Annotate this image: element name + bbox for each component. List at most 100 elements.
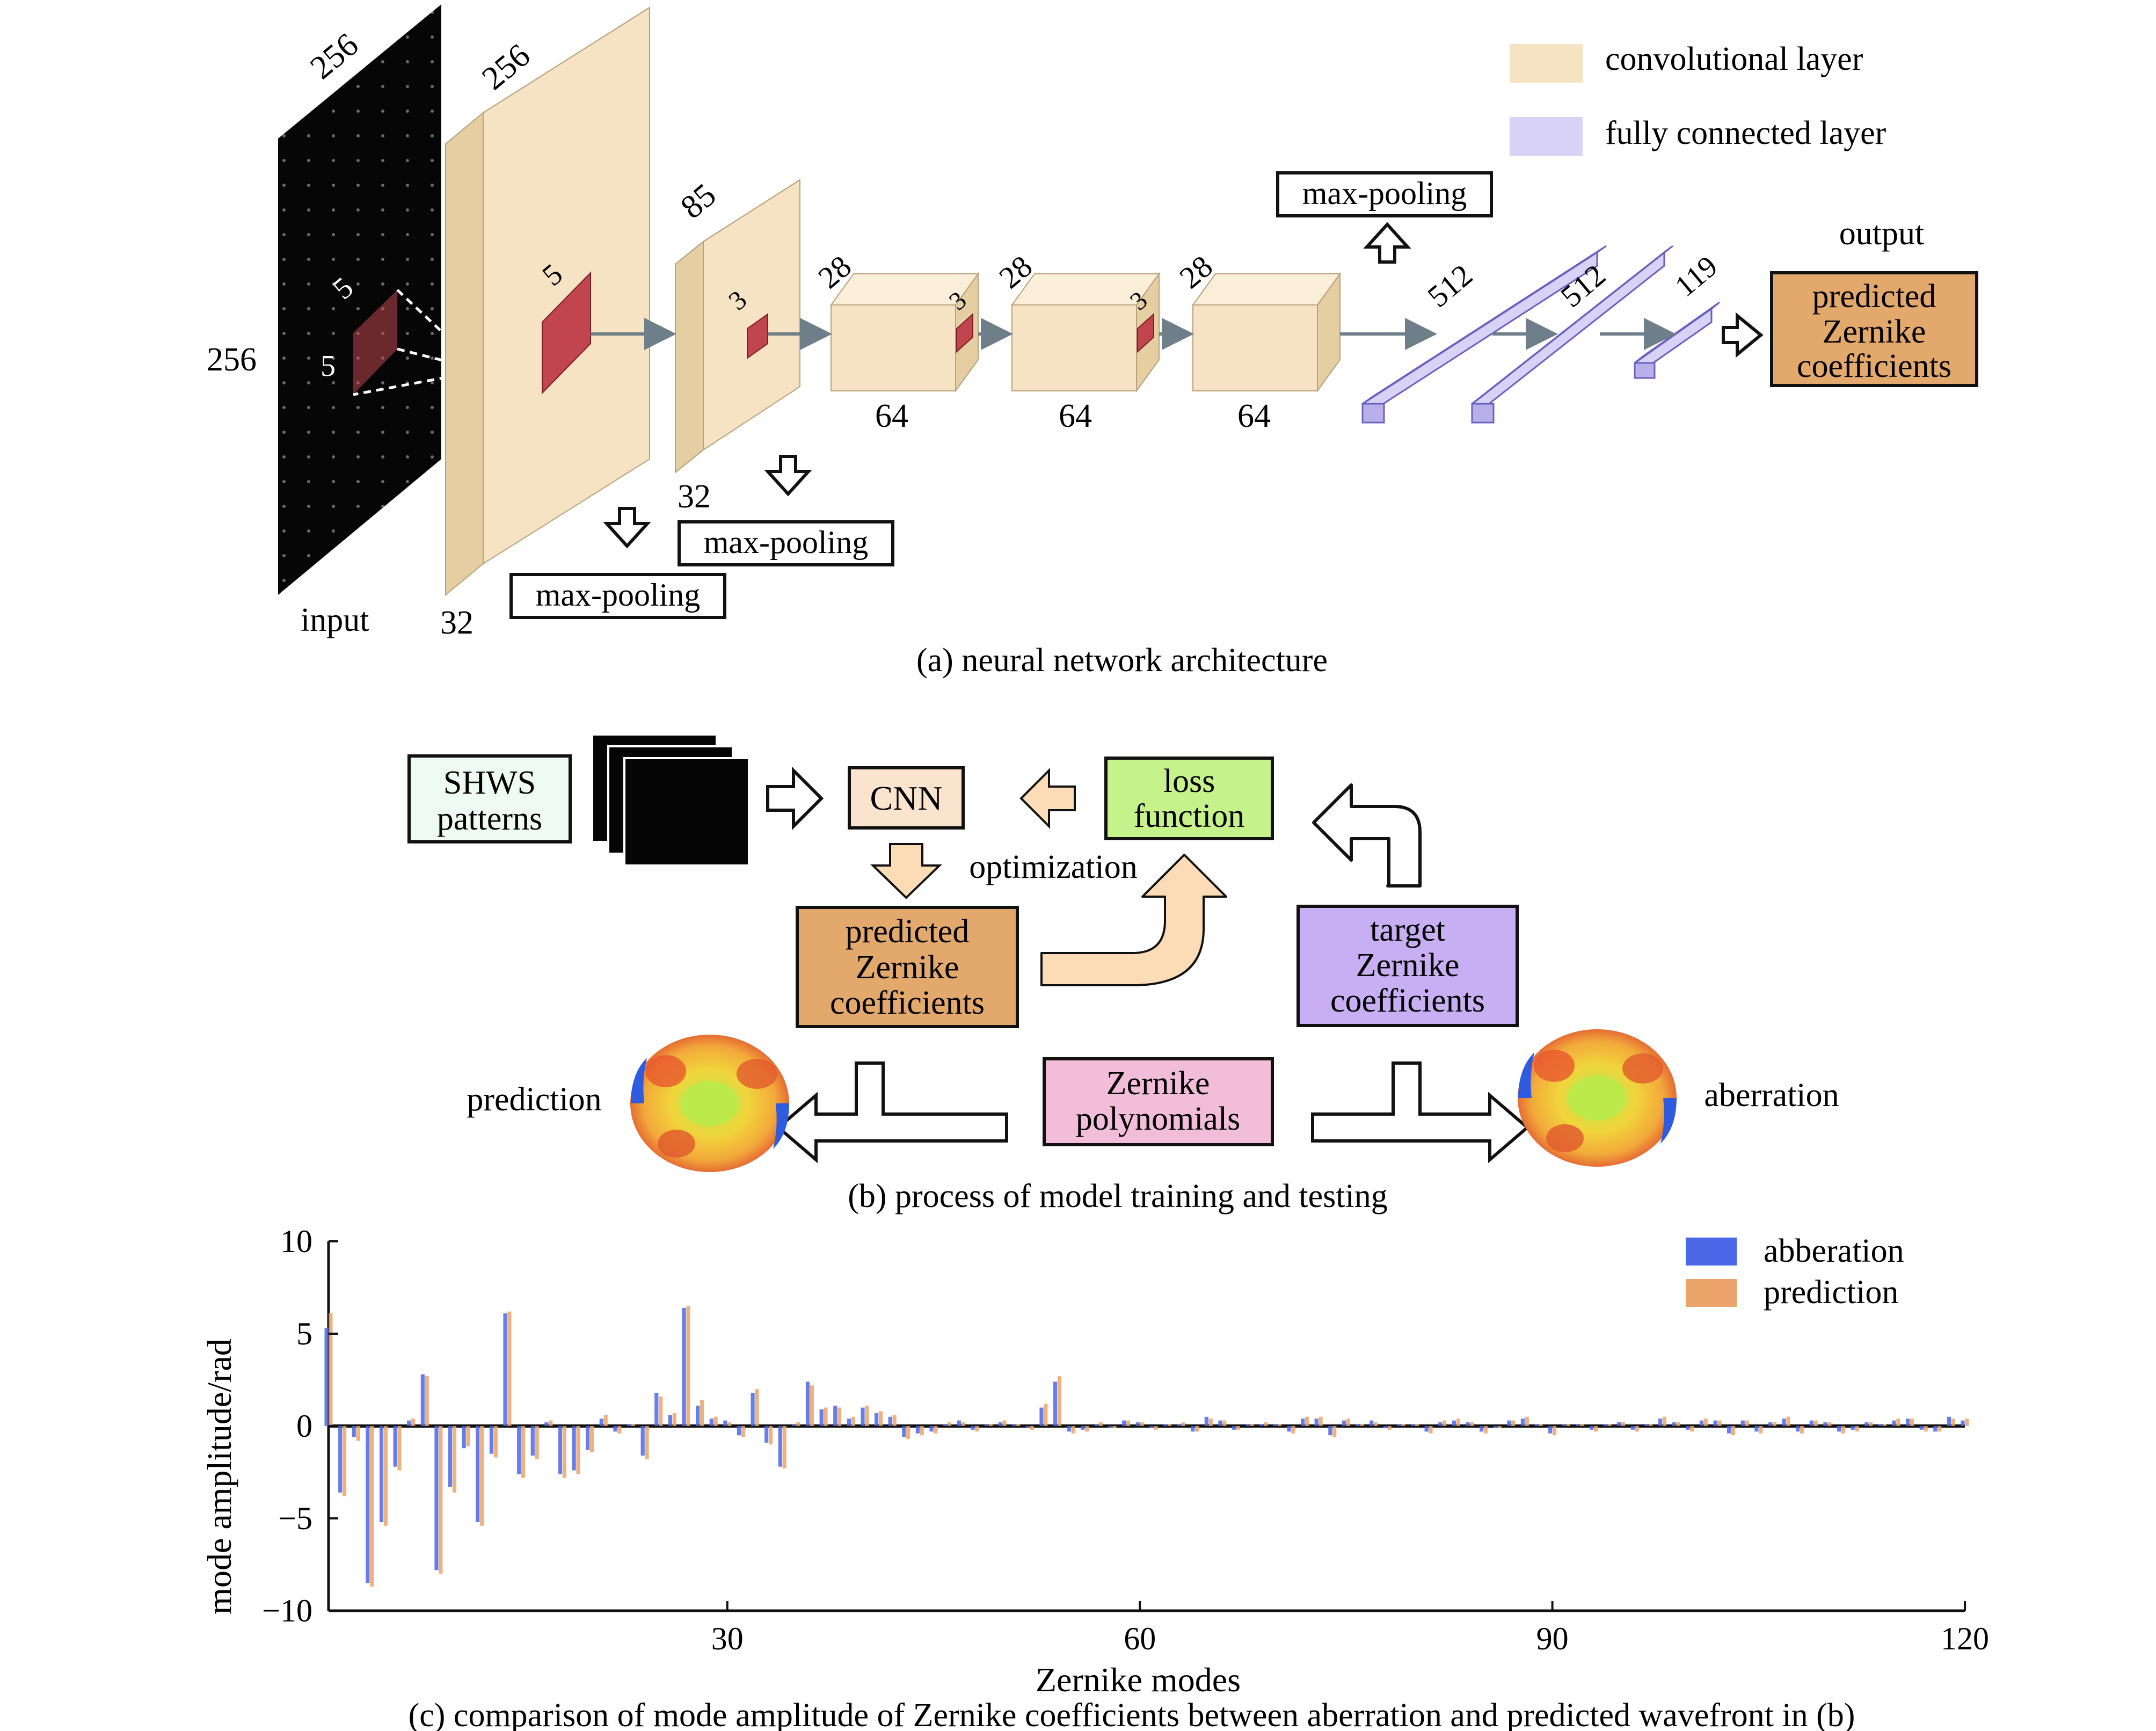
prediction-bar bbox=[1360, 1424, 1364, 1426]
abberation-bar bbox=[888, 1416, 892, 1426]
fc3-bar-end bbox=[1634, 362, 1656, 379]
kernel-projection-2 bbox=[397, 347, 484, 372]
panel-c-caption: (c) comparison of mode amplitude of Zern… bbox=[409, 1697, 1855, 1731]
abberation-bar bbox=[393, 1426, 397, 1467]
prediction-bar bbox=[1071, 1426, 1075, 1434]
abberation-bar bbox=[1397, 1424, 1401, 1426]
prediction-bar bbox=[1401, 1424, 1405, 1426]
abberation-bar bbox=[1823, 1422, 1827, 1426]
x-axis-label: Zernike modes bbox=[1036, 1661, 1241, 1699]
abberation-bar bbox=[1053, 1381, 1058, 1426]
prediction-bar bbox=[1456, 1419, 1460, 1426]
abberation-bar bbox=[1864, 1422, 1869, 1426]
abberation-bar bbox=[1672, 1422, 1676, 1426]
abberation-bar bbox=[572, 1426, 576, 1471]
prediction-bar bbox=[466, 1426, 470, 1446]
abberation-bar bbox=[984, 1424, 989, 1426]
prediction-bar bbox=[1813, 1420, 1818, 1426]
pred-line1: predicted bbox=[846, 913, 970, 950]
pool3-box bbox=[1276, 171, 1493, 217]
output-box-line2: Zernike bbox=[1823, 314, 1926, 350]
prediction-bar bbox=[1236, 1426, 1241, 1430]
prediction-bar bbox=[1965, 1419, 1969, 1426]
abberation-bar bbox=[1410, 1424, 1415, 1426]
abberation-bar bbox=[1383, 1426, 1387, 1428]
prediction-bar bbox=[1346, 1419, 1350, 1426]
prediction-wavefront bbox=[630, 1035, 789, 1172]
legend-fc-swatch bbox=[1510, 117, 1583, 156]
abberation-bar bbox=[1479, 1426, 1484, 1432]
prediction-bar bbox=[1676, 1422, 1680, 1426]
abberation-bar bbox=[1039, 1407, 1044, 1426]
abberation-bar bbox=[1328, 1426, 1332, 1436]
abberation-bar bbox=[1493, 1426, 1497, 1428]
prediction-bar bbox=[755, 1389, 759, 1426]
kernel-size-b: 5 bbox=[321, 350, 336, 383]
conv2-kernel bbox=[747, 313, 768, 359]
prediction-bar bbox=[1415, 1424, 1419, 1426]
prediction-bar bbox=[1896, 1419, 1900, 1426]
legend-conv-label: convolutional layer bbox=[1605, 41, 1863, 77]
abberation-bar bbox=[1218, 1420, 1222, 1426]
abberation-bar bbox=[861, 1407, 865, 1426]
prediction-bar bbox=[1580, 1424, 1584, 1426]
prediction-bar bbox=[878, 1411, 883, 1426]
pool2-arrow-icon bbox=[764, 455, 812, 497]
prediction-bar bbox=[1593, 1426, 1598, 1432]
prediction-bar bbox=[1167, 1424, 1171, 1426]
abberation-bar bbox=[1906, 1419, 1910, 1426]
loss-line1: loss bbox=[1163, 763, 1215, 799]
prediction-bar bbox=[1085, 1426, 1089, 1432]
prediction-bar bbox=[920, 1426, 924, 1436]
abberation-bar bbox=[448, 1426, 453, 1487]
prediction-bar bbox=[576, 1426, 580, 1474]
target-line1: target bbox=[1370, 912, 1445, 948]
y-tick-label: −10 bbox=[262, 1593, 312, 1628]
prediction-bar bbox=[1525, 1416, 1529, 1426]
abberation-bar bbox=[599, 1419, 603, 1426]
panel-b: SHWS patterns CNN loss function optimiza… bbox=[407, 733, 1839, 1214]
prediction-bar bbox=[521, 1426, 526, 1478]
prediction-bar bbox=[617, 1426, 622, 1434]
prediction-bar bbox=[383, 1426, 388, 1526]
y-tick-label: 10 bbox=[280, 1224, 312, 1259]
prediction-bar bbox=[452, 1426, 457, 1493]
prediction-bar bbox=[1291, 1426, 1295, 1434]
prediction-bar bbox=[1126, 1420, 1131, 1426]
conv2-side bbox=[675, 240, 704, 474]
fc2-bar-top bbox=[1472, 245, 1673, 405]
abberation-bar bbox=[1135, 1422, 1140, 1426]
prediction-bar bbox=[741, 1426, 745, 1437]
aberration-wavefront bbox=[1518, 1029, 1677, 1167]
legend-abberation-swatch bbox=[1686, 1238, 1737, 1265]
prediction-bar bbox=[672, 1413, 676, 1426]
prediction-bar bbox=[1332, 1426, 1337, 1437]
arrow-to-cnn bbox=[766, 766, 824, 831]
arrow-to-prediction bbox=[776, 1061, 1008, 1163]
conv4-front bbox=[1011, 304, 1137, 391]
prediction-bar bbox=[1030, 1426, 1034, 1430]
prediction-bar bbox=[411, 1419, 416, 1426]
pred-line3: coefficients bbox=[830, 985, 985, 1021]
abberation-bar bbox=[1012, 1424, 1016, 1426]
abberation-bar bbox=[1177, 1424, 1181, 1426]
prediction-bar bbox=[713, 1416, 718, 1426]
chart-bars bbox=[324, 1306, 1969, 1587]
conv2-dim-bottom: 32 bbox=[678, 478, 711, 515]
prediction-bar bbox=[1044, 1403, 1048, 1426]
prediction-bar bbox=[1429, 1426, 1433, 1434]
abberation-bar bbox=[1204, 1416, 1208, 1426]
abberation-bar bbox=[1356, 1424, 1360, 1426]
prediction-bar bbox=[549, 1420, 553, 1426]
prediction-bar bbox=[1717, 1420, 1722, 1426]
abberation-bar bbox=[1067, 1426, 1071, 1432]
prediction-bar bbox=[1319, 1416, 1323, 1426]
prediction-bar bbox=[1938, 1426, 1942, 1432]
conv1-dim-bottom: 32 bbox=[440, 605, 474, 641]
pool3-arrow-icon bbox=[1363, 222, 1411, 264]
conv1-front bbox=[483, 6, 650, 565]
conv5-dim-bottom: 64 bbox=[1237, 398, 1271, 434]
y-tick-label: 5 bbox=[296, 1316, 312, 1351]
abberation-bar bbox=[709, 1419, 713, 1426]
abberation-bar bbox=[1809, 1420, 1813, 1426]
